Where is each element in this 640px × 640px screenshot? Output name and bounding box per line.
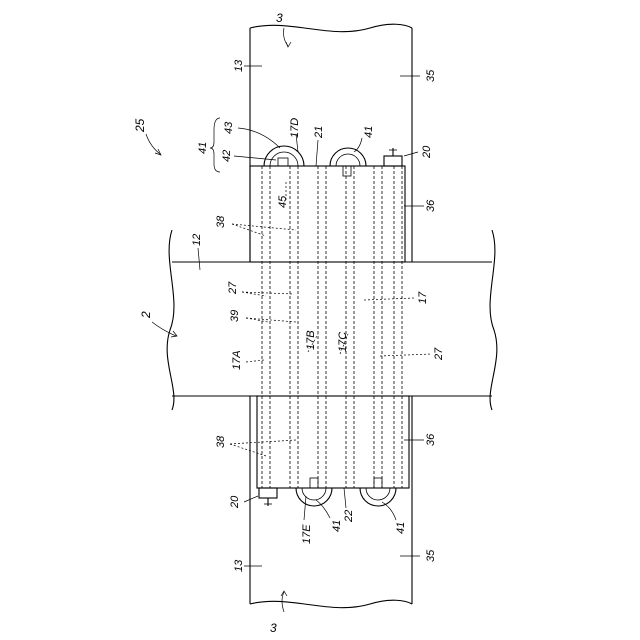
reference-numerals: 3 3 13 13 35 35 25 2 12 41 43 42 17D 21 … bbox=[133, 11, 445, 635]
label-35-bottom: 35 bbox=[425, 549, 437, 562]
leader-lines bbox=[146, 28, 432, 612]
label-43: 43 bbox=[223, 121, 235, 134]
label-13-bottom: 13 bbox=[233, 559, 245, 572]
label-3-top: 3 bbox=[276, 11, 283, 25]
label-41-bottom-right: 41 bbox=[395, 522, 407, 534]
label-42: 42 bbox=[221, 150, 233, 162]
label-17: 17 bbox=[417, 291, 429, 304]
heating-pipes bbox=[262, 166, 402, 488]
label-36-bottom: 36 bbox=[425, 433, 437, 446]
label-25: 25 bbox=[133, 118, 147, 133]
label-12: 12 bbox=[191, 234, 203, 246]
label-17B: 17B bbox=[305, 330, 317, 350]
horizontal-member bbox=[167, 230, 497, 410]
label-3-bottom: 3 bbox=[270, 621, 277, 635]
label-27-left: 27 bbox=[227, 281, 239, 295]
label-35-top: 35 bbox=[425, 69, 437, 82]
label-45: 45 bbox=[277, 195, 289, 208]
lower-plate bbox=[257, 396, 409, 488]
label-17D: 17D bbox=[289, 118, 301, 138]
label-36-top: 36 bbox=[425, 199, 437, 212]
label-2: 2 bbox=[139, 311, 153, 319]
label-41-top: 41 bbox=[363, 126, 375, 138]
top-u-bends bbox=[264, 146, 366, 176]
label-21: 21 bbox=[313, 126, 325, 139]
label-17A: 17A bbox=[231, 350, 243, 370]
label-38-top: 38 bbox=[215, 215, 227, 228]
label-27-right: 27 bbox=[433, 347, 445, 361]
label-17E: 17E bbox=[301, 524, 313, 544]
label-41-bottom-left: 41 bbox=[331, 520, 343, 532]
label-20-bottom: 20 bbox=[229, 495, 241, 509]
label-13-top: 13 bbox=[233, 59, 245, 72]
label-22: 22 bbox=[343, 510, 355, 523]
label-17C: 17C bbox=[337, 332, 349, 352]
label-41-group: 41 bbox=[197, 142, 209, 154]
terminal-bottom bbox=[259, 488, 277, 506]
label-38-bottom: 38 bbox=[215, 435, 227, 448]
label-20-top: 20 bbox=[421, 145, 433, 159]
label-39: 39 bbox=[229, 310, 241, 322]
terminal-top bbox=[384, 148, 402, 166]
